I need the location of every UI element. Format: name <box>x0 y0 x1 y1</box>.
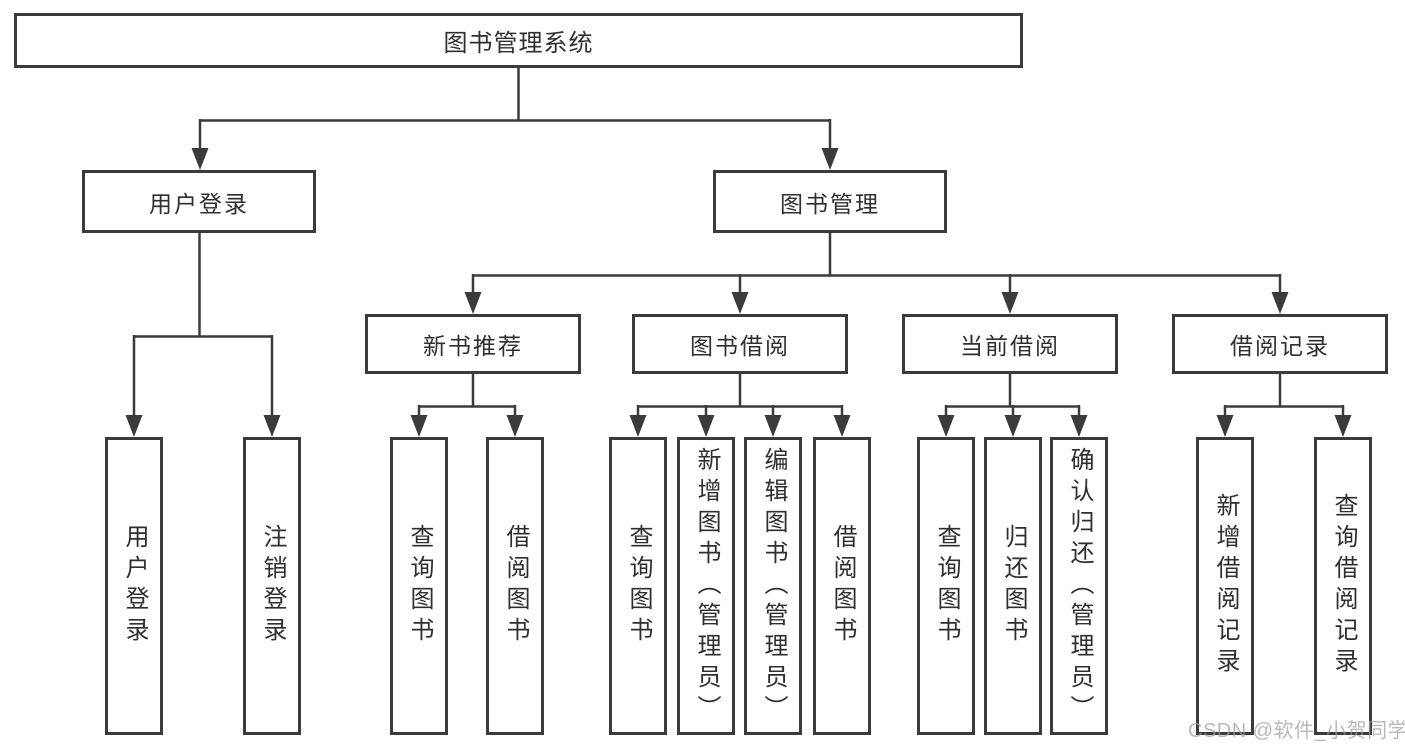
node-book-borrowing: 图书借阅 <box>632 314 848 374</box>
leaf-borrow-books-2: 借阅图书 <box>813 437 871 735</box>
leaf-logout: 注销登录 <box>243 437 301 735</box>
edge-user-login-to-leaves <box>132 233 274 418</box>
edge-new-book-rec-to-leaves <box>417 374 517 418</box>
node-user-login: 用户登录 <box>82 170 316 233</box>
node-borrowing-records: 借阅记录 <box>1172 314 1388 374</box>
leaf-add-book-admin: 新增图书（管理员） <box>677 437 735 735</box>
leaf-user-login: 用户登录 <box>105 437 163 735</box>
node-book-management: 图书管理 <box>713 170 947 233</box>
leaf-confirm-return-admin: 确认归还（管理员） <box>1050 437 1108 735</box>
edge-book-borrow-to-leaves <box>636 374 844 418</box>
leaf-borrow-books-1: 借阅图书 <box>486 437 544 735</box>
leaf-add-borrow-record: 新增借阅记录 <box>1196 437 1254 735</box>
leaf-return-book: 归还图书 <box>984 437 1042 735</box>
edge-borrow-records-to-leaves <box>1223 374 1345 418</box>
edge-root-to-level2 <box>198 68 832 152</box>
arrowhead-icons <box>125 148 1352 437</box>
leaf-query-books-2: 查询图书 <box>609 437 667 735</box>
leaf-query-borrow-record: 查询借阅记录 <box>1314 437 1372 735</box>
leaf-edit-book-admin: 编辑图书（管理员） <box>744 437 802 735</box>
edge-current-borrow-to-leaves <box>944 374 1081 418</box>
node-current-borrowing: 当前借阅 <box>902 314 1118 374</box>
csdn-watermark: CSDN @软件_小贺同学 <box>1188 720 1405 742</box>
leaf-query-books-1: 查询图书 <box>390 437 448 735</box>
leaf-query-books-3: 查询图书 <box>917 437 975 735</box>
node-new-book-recommend: 新书推荐 <box>365 314 581 374</box>
edge-book-mgmt-to-level3 <box>471 233 1282 295</box>
node-library-management-system: 图书管理系统 <box>14 13 1023 68</box>
